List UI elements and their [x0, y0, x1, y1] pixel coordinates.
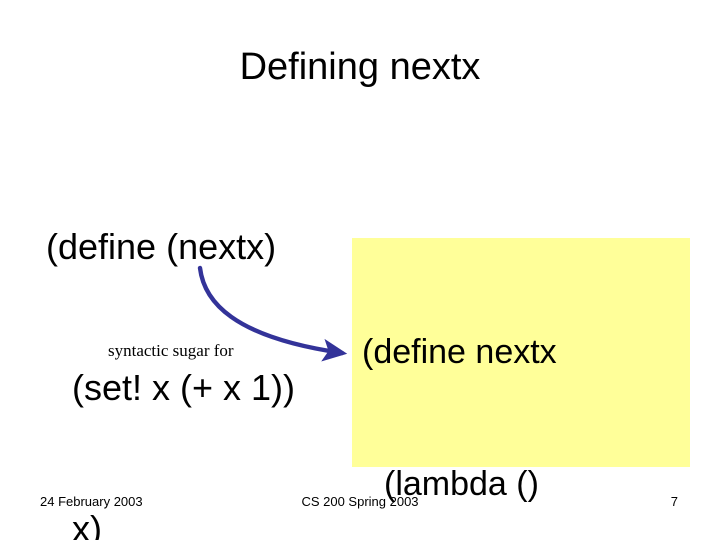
code-line: (define (nextx)	[46, 226, 277, 267]
code-line: (set! x (+ x 1))	[72, 367, 296, 408]
footer-page-number: 7	[670, 494, 678, 509]
expansion-code-block: (define nextx (lambda () (begin (set! x …	[362, 242, 659, 540]
code-line: (lambda ()	[384, 465, 539, 503]
sugared-code-block: (define (nextx) (set! x (+ x 1)) x)	[46, 129, 295, 540]
syntactic-sugar-caption: syntactic sugar for	[108, 341, 234, 360]
expansion-highlight-box: (define nextx (lambda () (begin (set! x …	[352, 238, 690, 503]
code-line: x)	[72, 508, 102, 540]
footer-date: 24 February 2003	[40, 494, 143, 509]
footer-course: CS 200 Spring 2003	[301, 494, 419, 509]
page-title: Defining nextx	[239, 46, 481, 88]
code-line: (define nextx	[362, 333, 557, 371]
